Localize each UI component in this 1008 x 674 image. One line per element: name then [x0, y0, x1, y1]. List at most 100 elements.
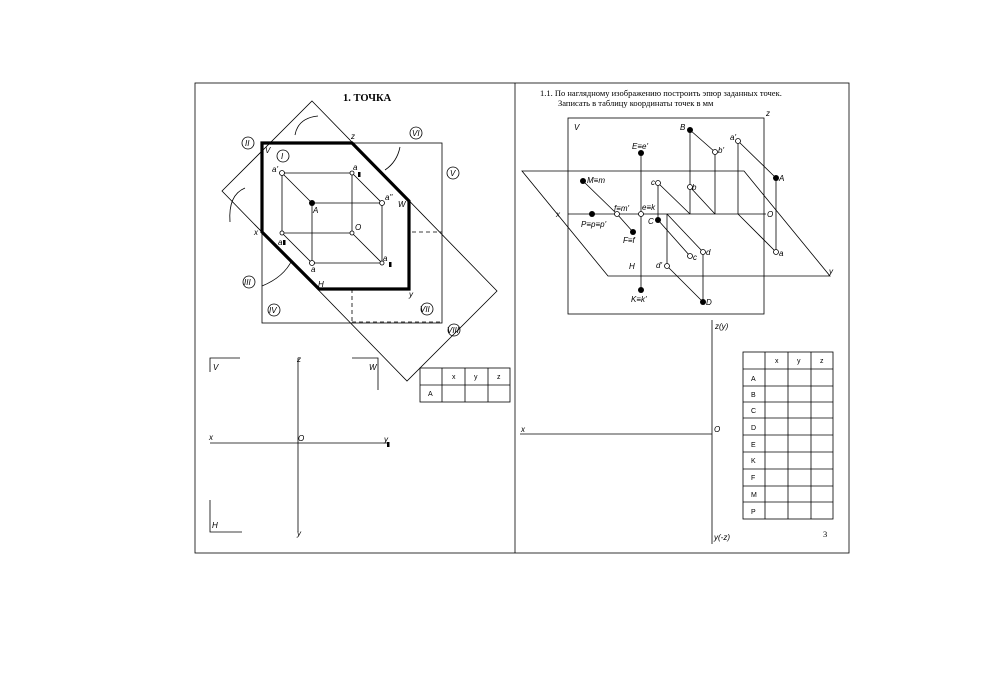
point-ax [279, 230, 285, 236]
point-K [638, 287, 644, 293]
index-mark-1 [358, 172, 361, 177]
svg-text:b: b [692, 183, 697, 192]
inner-box-front [281, 172, 383, 264]
task-line-2: Записать в таблицу координаты точек в мм [558, 98, 714, 108]
epure-left-y1: y [383, 435, 389, 444]
label-a: a [311, 265, 316, 274]
svg-text:P≡p≡p': P≡p≡p' [581, 220, 607, 229]
svg-text:d': d' [656, 261, 662, 270]
svg-text:y: y [828, 267, 834, 276]
svg-text:O: O [767, 210, 773, 219]
svg-text:A: A [428, 391, 433, 398]
epure-left-z: z [296, 355, 301, 364]
epure-left-o: O [298, 434, 304, 443]
task-line-1: 1.1. По наглядному изображению построить… [540, 88, 782, 98]
left-title: 1. ТОЧКА [343, 93, 392, 104]
epure-left-y-mark [387, 442, 390, 447]
left-coordinates-table: x y z A [419, 367, 511, 403]
svg-text:F: F [751, 475, 755, 482]
point-b1 [712, 149, 718, 155]
epure-left-w-corner [352, 357, 379, 390]
label-h: H [318, 280, 324, 289]
svg-text:D: D [751, 425, 756, 432]
right-coordinates-table: x y z A B C D E K F M P [742, 351, 834, 520]
svg-text:O: O [714, 425, 720, 434]
point-E [638, 150, 644, 156]
roman-numerals: I II III IV V VI VII VIII [241, 126, 461, 337]
point-D [700, 299, 706, 305]
svg-text:IV: IV [269, 306, 277, 315]
svg-text:a: a [779, 249, 784, 258]
epure-left-x: x [208, 433, 214, 442]
svg-text:E≡e': E≡e' [632, 142, 648, 151]
svg-text:z: z [765, 109, 770, 118]
svg-text:M: M [751, 492, 757, 499]
svg-text:c: c [651, 178, 655, 187]
point-az [349, 170, 355, 176]
epure-left-h: H [212, 521, 218, 530]
svg-text:V: V [450, 169, 456, 178]
epure-left-y: y [296, 529, 302, 538]
svg-text:III: III [244, 278, 251, 287]
label-a1: a' [272, 165, 278, 174]
arrow-right [384, 146, 401, 171]
point-a1-right [735, 138, 741, 144]
svg-text:I: I [281, 152, 284, 161]
point-a [309, 260, 315, 266]
point-F [630, 229, 636, 235]
svg-text:c: c [693, 253, 697, 262]
svg-text:y: y [474, 374, 478, 381]
label-o: O [355, 223, 361, 232]
point-ay [379, 260, 385, 266]
epure-left-h-corner [209, 500, 242, 533]
svg-text:x: x [520, 425, 526, 434]
point-B [687, 127, 693, 133]
point-A-right [773, 175, 779, 181]
svg-text:M≡m: M≡m [587, 176, 605, 185]
index-mark-3 [389, 262, 392, 267]
svg-text:x: x [452, 374, 456, 381]
svg-text:A: A [778, 174, 784, 183]
label-x: x [253, 228, 259, 237]
svg-text:II: II [245, 139, 250, 148]
right-panel: 1.1. По наглядному изображению построить… [520, 88, 834, 544]
index-mark-2 [283, 240, 286, 245]
svg-text:x: x [775, 358, 779, 365]
label-ax: a [278, 238, 283, 247]
svg-text:P: P [751, 509, 756, 516]
arrow-bottom [261, 259, 293, 287]
svg-text:z: z [497, 374, 501, 381]
inner-edge-2 [281, 172, 313, 204]
svg-text:y(-z): y(-z) [713, 533, 730, 542]
point-b [687, 184, 693, 190]
label-y: y [408, 290, 414, 299]
point-o [349, 230, 355, 236]
label-z: z [350, 132, 355, 141]
svg-text:V: V [574, 123, 580, 132]
point-C [655, 217, 661, 223]
svg-text:E: E [751, 442, 756, 449]
epure-left-w: W [369, 363, 378, 372]
point-d1 [664, 263, 670, 269]
epure-left-v-corner [209, 357, 240, 372]
svg-text:B: B [680, 123, 686, 132]
label-A: A [312, 206, 318, 215]
epure-left-v: V [213, 363, 219, 372]
svg-text:b': b' [718, 146, 724, 155]
horizontal-plane-right [521, 170, 831, 277]
svg-text:VII: VII [420, 305, 431, 314]
point-d [700, 249, 706, 255]
point-a1 [279, 170, 285, 176]
svg-text:x: x [555, 210, 561, 219]
svg-text:a': a' [730, 133, 736, 142]
svg-text:VIII: VIII [447, 326, 460, 335]
svg-text:K≡k': K≡k' [631, 295, 647, 304]
point-A [309, 200, 315, 206]
label-az: a [353, 163, 358, 172]
label-ay: a [383, 254, 388, 263]
point-M [580, 178, 586, 184]
point-P [589, 211, 595, 217]
arrow-top [294, 115, 319, 136]
left-panel: 1. ТОЧКА V z W x H y O [208, 93, 511, 538]
